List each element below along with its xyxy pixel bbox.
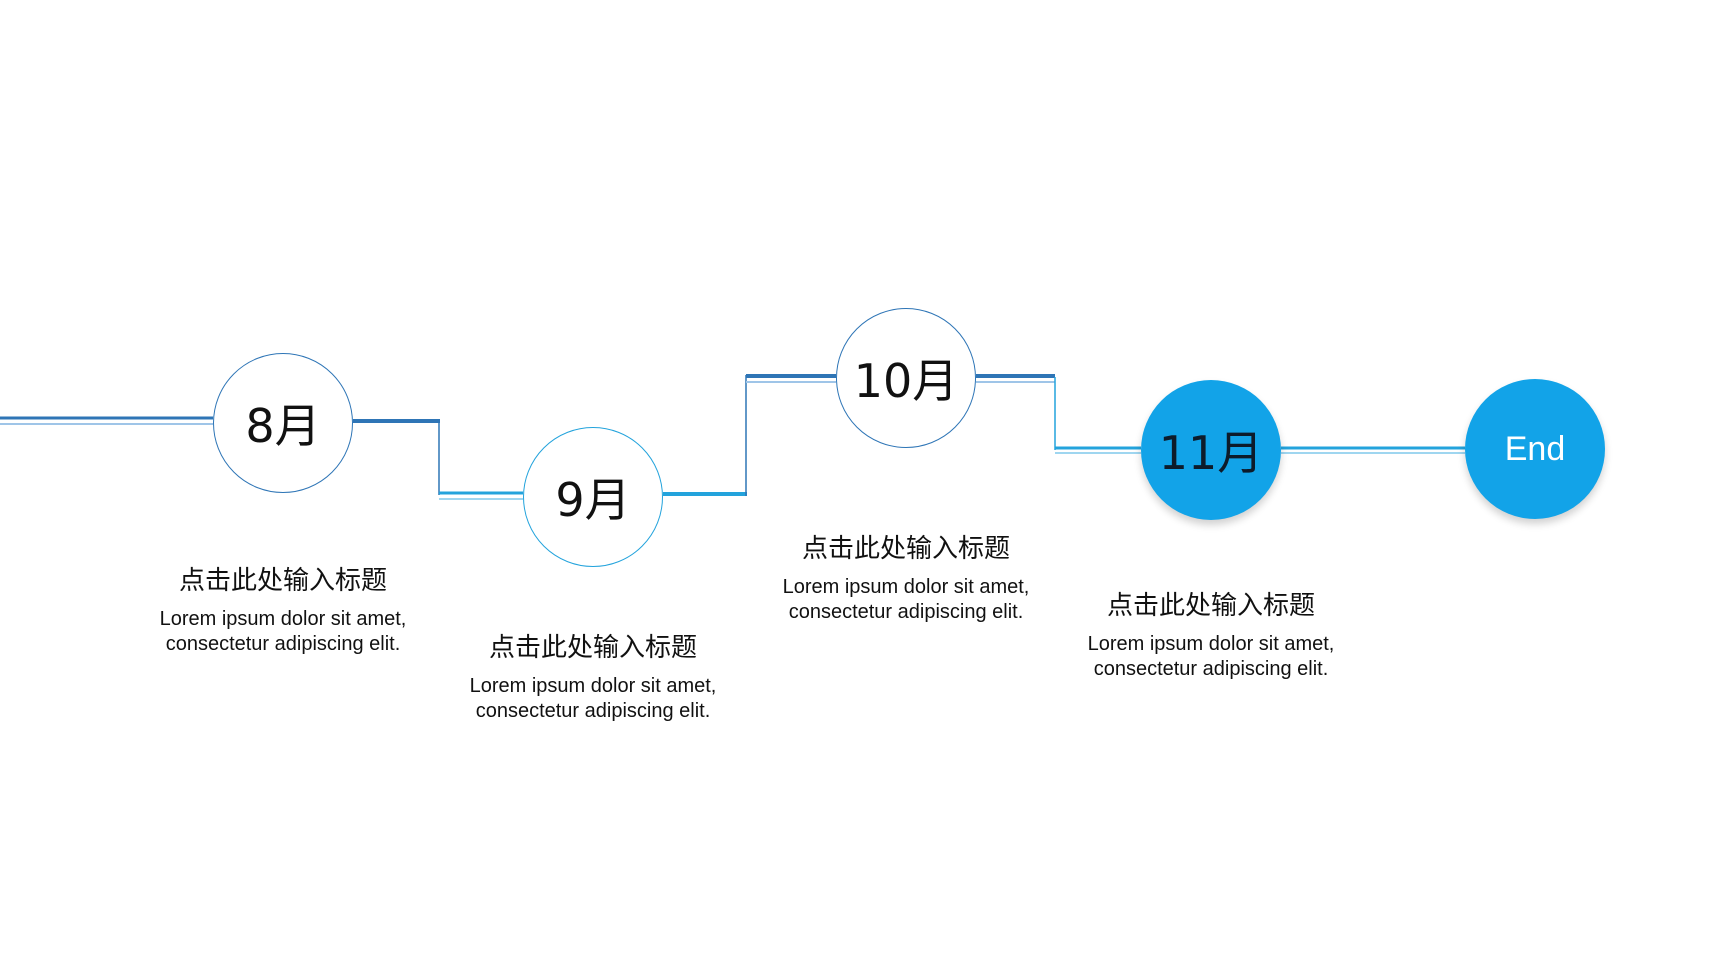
timeline-node-end: End: [1465, 379, 1605, 519]
caption-line: consectetur adipiscing elit.: [788, 601, 1024, 623]
connector-segment-10-11: [976, 374, 1141, 454]
timeline-node-aug: 8月: [213, 353, 353, 493]
caption-line: consectetur adipiscing elit.: [165, 633, 401, 655]
timeline-node-nov: 11月: [1141, 380, 1281, 520]
caption-line: Lorem ipsum dolor sit amet,: [782, 576, 1030, 598]
connector-segment-9-10: [663, 374, 836, 496]
timeline-caption-oct: 点击此处输入标题 Lorem ipsum dolor sit amet, con…: [756, 528, 1056, 625]
caption-line: consectetur adipiscing elit.: [1093, 658, 1329, 680]
node-label-nov: 11月: [1158, 426, 1264, 480]
caption-title: 点击此处输入标题: [488, 633, 697, 663]
timeline-caption-sep: 点击此处输入标题 Lorem ipsum dolor sit amet, con…: [443, 627, 743, 724]
caption-body: Lorem ipsum dolor sit amet, consectetur …: [443, 674, 743, 724]
node-label-aug: 8月: [245, 399, 321, 453]
caption-title: 点击此处输入标题: [1106, 591, 1315, 621]
connector-segment-11-end: [1281, 446, 1465, 454]
caption-body: Lorem ipsum dolor sit amet, consectetur …: [133, 607, 433, 657]
caption-line: Lorem ipsum dolor sit amet,: [469, 675, 717, 697]
timeline-node-oct: 10月: [836, 308, 976, 448]
timeline-caption-aug: 点击此处输入标题 Lorem ipsum dolor sit amet, con…: [133, 560, 433, 657]
caption-line: Lorem ipsum dolor sit amet,: [159, 608, 407, 630]
caption-line: Lorem ipsum dolor sit amet,: [1087, 633, 1335, 655]
timeline-node-sep: 9月: [523, 427, 663, 567]
node-label-end: End: [1504, 429, 1566, 468]
caption-line: consectetur adipiscing elit.: [475, 700, 711, 722]
node-label-sep: 9月: [555, 473, 631, 527]
connector-segment-8-9: [353, 419, 523, 500]
connector-segment-start: [0, 416, 213, 425]
node-label-oct: 10月: [853, 354, 959, 408]
caption-body: Lorem ipsum dolor sit amet, consectetur …: [756, 575, 1056, 625]
timeline-caption-nov: 点击此处输入标题 Lorem ipsum dolor sit amet, con…: [1061, 585, 1361, 682]
caption-title: 点击此处输入标题: [178, 566, 387, 596]
caption-body: Lorem ipsum dolor sit amet, consectetur …: [1061, 632, 1361, 682]
caption-title: 点击此处输入标题: [801, 534, 1010, 564]
